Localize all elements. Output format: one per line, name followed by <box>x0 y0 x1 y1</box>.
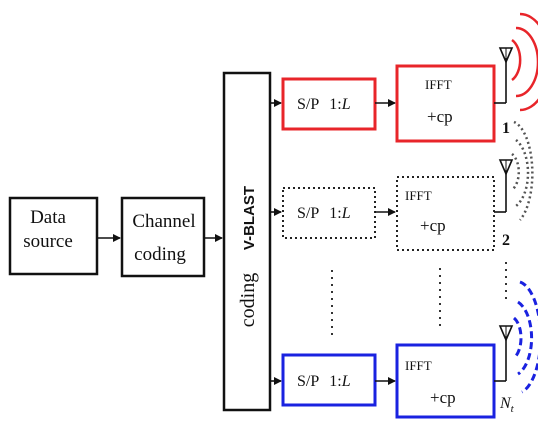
coding-label: coding <box>237 273 259 327</box>
antenna-icon <box>498 325 514 381</box>
channel-coding-block: Channel coding <box>120 196 206 278</box>
channel-coding-line2: coding <box>134 244 186 265</box>
radio-wave-icon <box>511 12 538 112</box>
antenna-label-1: 1 <box>502 120 510 137</box>
ifft-block-nt <box>395 343 496 419</box>
ifft-label-nt: IFFT <box>405 358 432 373</box>
ellipsis-dots <box>331 262 507 335</box>
antenna-icon <box>498 47 514 103</box>
sp-block-1 <box>281 77 377 131</box>
ifft-block-2 <box>396 176 495 251</box>
channel-coding-line1: Channel <box>132 211 195 232</box>
sp-block-nt <box>281 353 377 407</box>
ifft-block-1 <box>395 64 496 143</box>
vblast-label: V-BLAST <box>241 186 258 250</box>
vblast-coding-block: V-BLAST coding <box>222 71 272 412</box>
radio-wave-icon <box>511 120 534 221</box>
ifft-label-1: IFFT <box>425 77 452 92</box>
antenna-label-2: 2 <box>502 232 510 249</box>
antenna-label-nt: Nt <box>499 395 515 415</box>
radio-wave-icon <box>512 280 538 394</box>
cp-label-2: +cp <box>420 216 446 235</box>
ifft-label-2: IFFT <box>405 188 432 203</box>
cp-label-1: +cp <box>427 107 453 126</box>
data-source-line1: Data <box>30 207 66 228</box>
data-source-block: Data source <box>8 196 99 276</box>
data-source-line2: source <box>23 231 73 252</box>
antenna-icon <box>498 159 514 212</box>
cp-label-nt: +cp <box>430 388 456 407</box>
sp-block-2 <box>282 187 376 239</box>
